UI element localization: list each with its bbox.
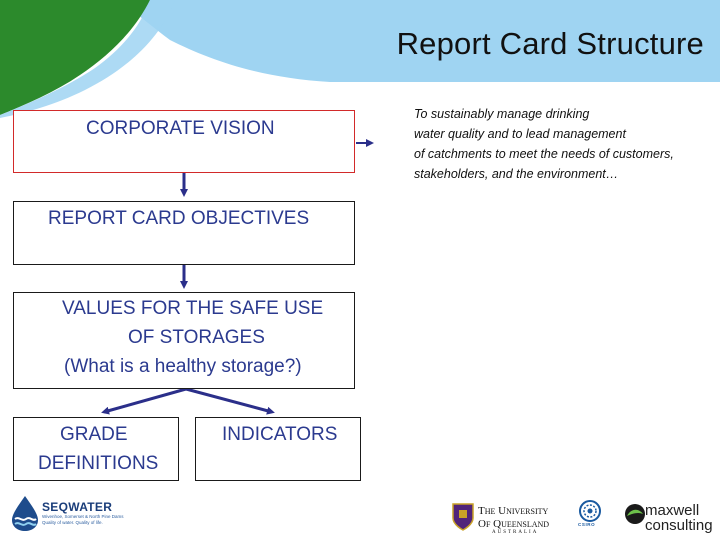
corporate-vision-label: CORPORATE VISION: [86, 118, 275, 139]
arrow-values-to-indicators: [185, 387, 275, 415]
seqwater-name: SEQWATER: [42, 500, 113, 514]
indicators-label: INDICATORS: [222, 424, 338, 445]
header-background: [0, 0, 720, 118]
maxwell-name: maxwell: [645, 502, 700, 519]
uq-name-line2: Of Queensland: [478, 518, 550, 530]
report-card-objectives-box: REPORT CARD OBJECTIVES: [13, 201, 355, 265]
arrow-values-to-grade: [101, 387, 187, 415]
indicators-box: INDICATORS: [195, 417, 361, 481]
report-card-objectives-label: REPORT CARD OBJECTIVES: [48, 208, 310, 229]
uq-name: The University Of Queensland: [478, 505, 549, 531]
maxwell-consulting: consulting: [645, 517, 713, 534]
corporate-vision-box: CORPORATE VISION: [13, 110, 355, 173]
grade-definitions-line2: DEFINITIONS: [38, 453, 159, 474]
csiro-logo-icon: [579, 500, 601, 522]
uq-country: AUSTRALIA: [492, 530, 539, 535]
vision-line: of catchments to meet the needs of custo…: [414, 147, 674, 161]
uq-crest-icon: [452, 503, 474, 531]
seqwater-subtitle: Wivenhoe, Somerset & North Pine Dams: [42, 514, 124, 519]
grade-definitions-box: GRADE DEFINITIONS: [13, 417, 179, 481]
csiro-name: CSIRO: [578, 522, 596, 527]
uq-name-line1: The University: [478, 505, 549, 517]
maxwell-logo-icon: [625, 504, 645, 524]
vision-line: water quality and to lead management: [414, 127, 626, 141]
seqwater-logo-icon: [12, 496, 38, 531]
vision-statement: To sustainably manage drinking water qua…: [414, 104, 714, 184]
values-label-line3: (What is a healthy storage?): [64, 356, 302, 377]
values-label-line2: OF STORAGES: [128, 327, 265, 348]
vision-line: stakeholders, and the environment…: [414, 167, 619, 181]
seqwater-tagline: Quality of water. Quality of life.: [42, 520, 103, 525]
values-label-line1: VALUES FOR THE SAFE USE: [62, 298, 324, 319]
vision-line: To sustainably manage drinking: [414, 107, 590, 121]
grade-definitions-line1: GRADE: [60, 424, 128, 445]
values-box: VALUES FOR THE SAFE USE OF STORAGES (Wha…: [13, 292, 355, 389]
slide-title: Report Card Structure: [396, 26, 704, 61]
